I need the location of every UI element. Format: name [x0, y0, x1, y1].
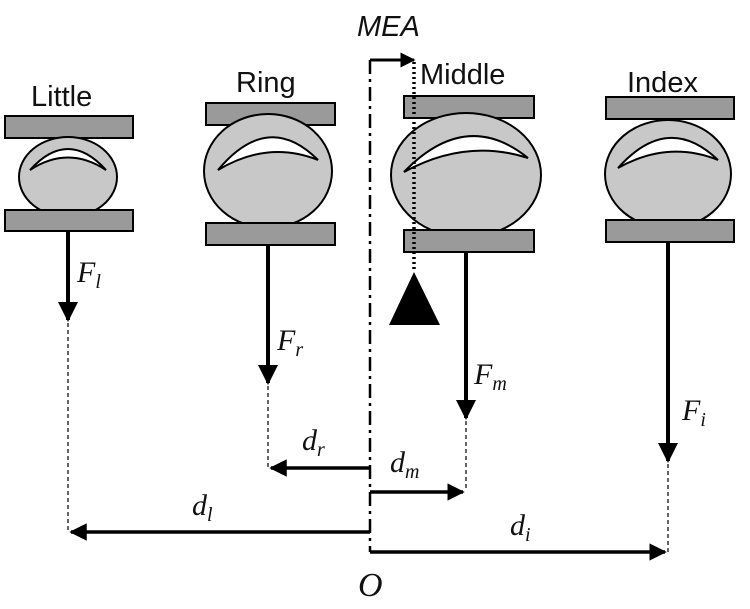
little-label: Little [31, 81, 92, 113]
ring-bottom-pad [205, 222, 336, 246]
little-force-label: Fl [76, 256, 101, 293]
index-label: Index [627, 67, 698, 99]
ring-bulb [203, 113, 333, 229]
little-finger-sensor [4, 115, 134, 232]
little-bottom-pad [4, 209, 134, 232]
dl-label: dl [192, 489, 213, 526]
ring-window [217, 136, 319, 171]
index-finger-sensor [604, 96, 735, 243]
index-force-label: Fi [681, 394, 706, 431]
middle-finger-sensor [390, 95, 542, 253]
dr-label: dr [302, 424, 325, 461]
index-bulb [604, 119, 732, 229]
middle-window [403, 135, 529, 173]
middle-label: Middle [420, 59, 505, 91]
ring-label: Ring [236, 67, 296, 99]
index-window [617, 137, 719, 169]
little-top-pad [4, 115, 134, 139]
dm-label: dm [390, 446, 419, 483]
middle-force-label: Fm [473, 358, 507, 395]
middle-bottom-pad [403, 229, 535, 253]
ring-force-label: Fr [276, 324, 303, 361]
mea-label: MEA [357, 11, 420, 43]
ring-finger-sensor [203, 102, 336, 246]
index-top-pad [605, 96, 735, 120]
di-label: di [510, 509, 531, 546]
origin-label: O [358, 567, 383, 604]
index-bottom-pad [605, 219, 735, 243]
little-window [29, 148, 107, 171]
pivot-triangle-icon [389, 272, 440, 325]
